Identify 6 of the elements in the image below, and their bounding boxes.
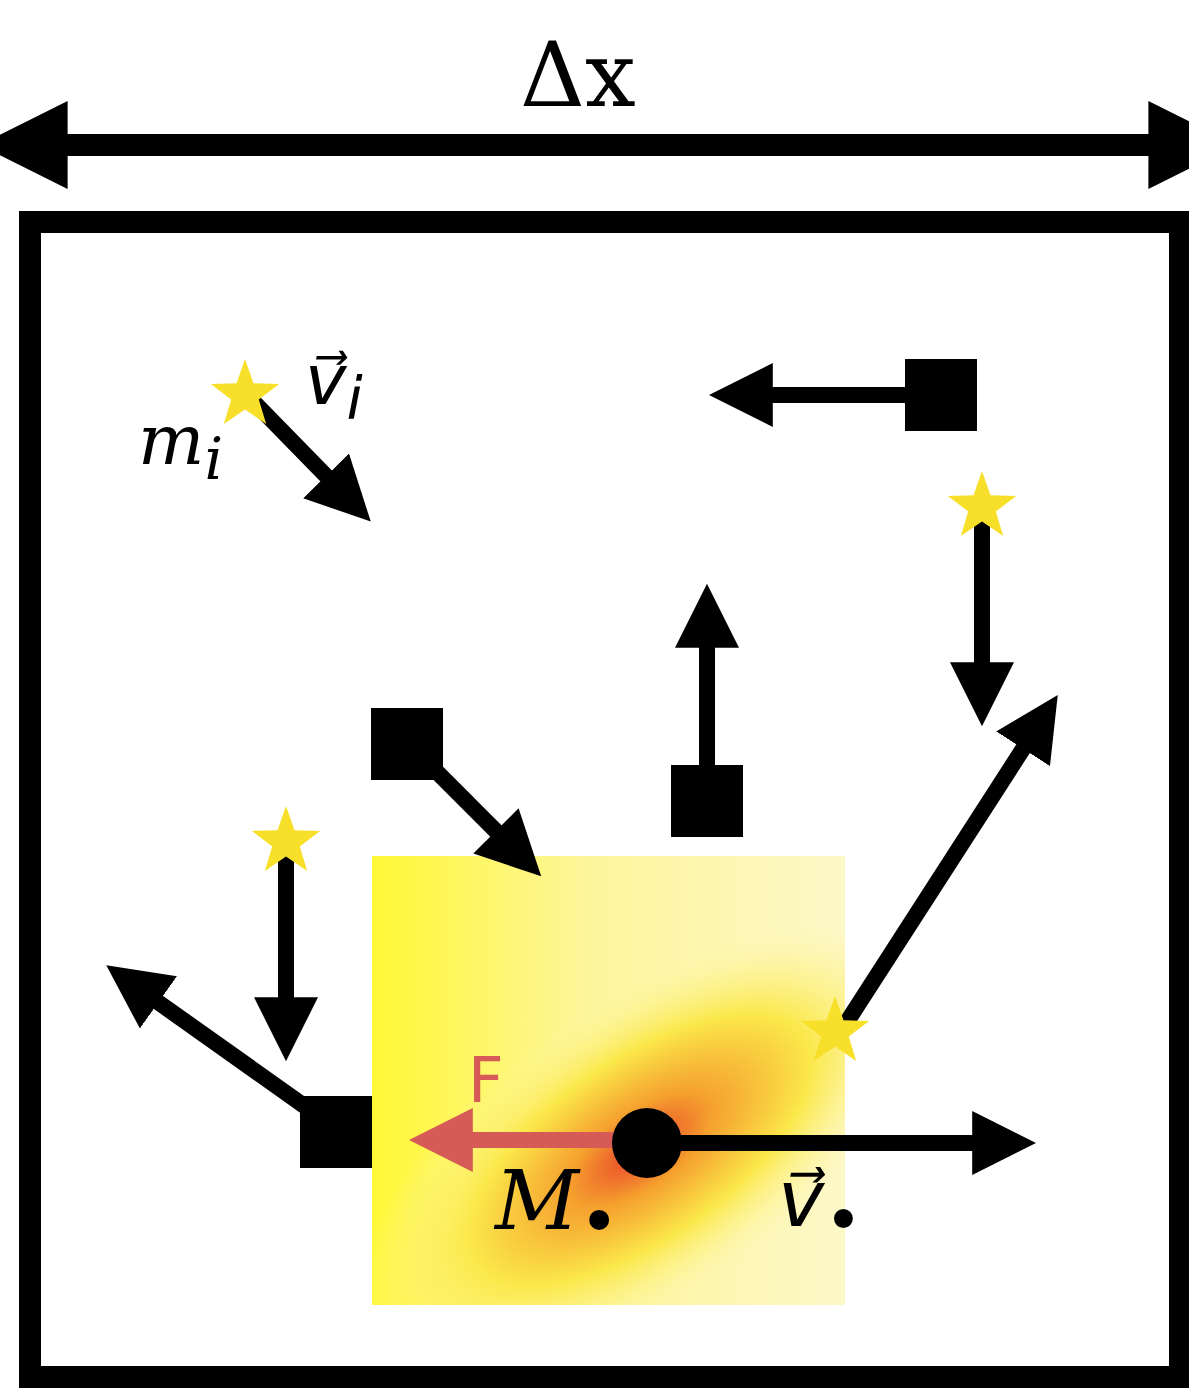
mass-label: m$_{i}$ <box>138 405 224 489</box>
velocity-label: v⃗$_{i}$ <box>305 345 363 429</box>
dimension-label: Δx <box>520 30 636 120</box>
velocity-label: v⃗$_{•}$ <box>778 1160 863 1253</box>
force-label: F <box>468 1050 504 1112</box>
mass-label: M$_{•}$ <box>495 1160 620 1258</box>
